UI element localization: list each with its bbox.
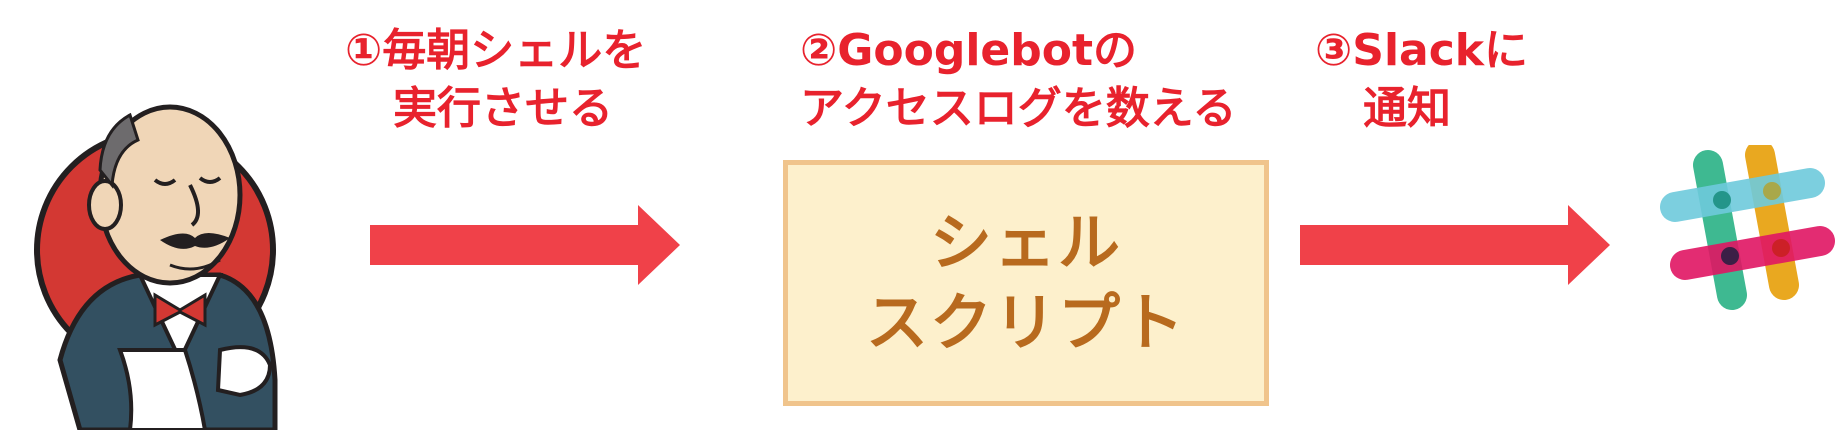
arrow-to-script [370,205,680,285]
shell-script-box: シェル スクリプト [783,160,1269,406]
step-3-line-1: ③Slackに [1315,25,1529,76]
step-2-line-2: アクセスログを数える [800,83,1237,134]
slack-icon [1660,145,1835,310]
step-2-line-1: ②Googlebotの [800,25,1138,76]
jenkins-butler-icon [34,104,278,430]
step-1-line-1: ①毎朝シェルを [345,25,647,76]
script-box-line-2: スクリプト [865,286,1186,359]
step-2-label: ②Googlebotの アクセスログを数える [800,22,1236,138]
step-3-line-2: 通知 [1363,83,1451,134]
arrow-to-slack [1300,205,1610,285]
step-3-label: ③Slackに 通知 [1315,22,1528,138]
script-box-line-1: シェル [929,206,1122,279]
step-1-line-2: 実行させる [393,83,613,134]
step-1-label: ①毎朝シェルを 実行させる [345,22,646,138]
